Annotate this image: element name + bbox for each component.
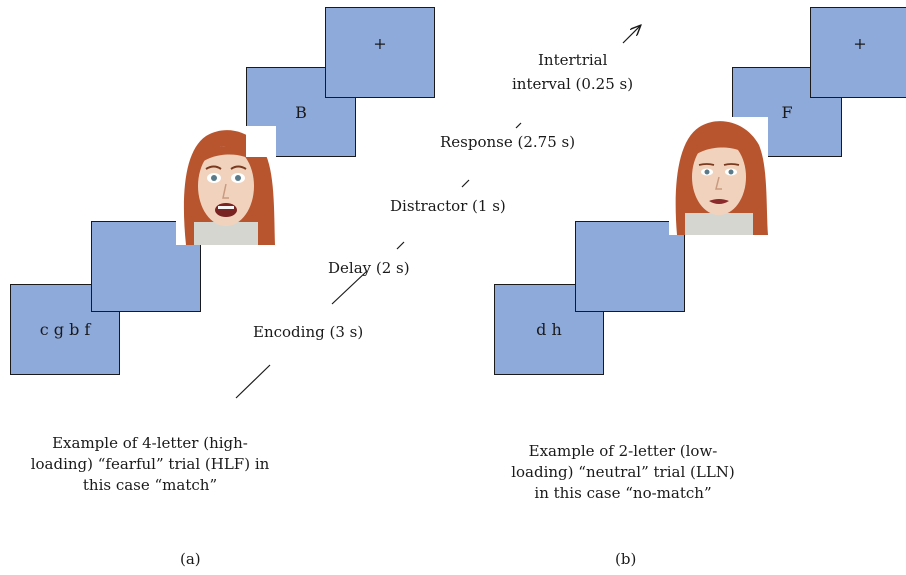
distractor-duration-label: Distractor (1 s)	[390, 197, 506, 215]
delay-screen-b	[575, 221, 685, 312]
neutral-face-image-b	[669, 117, 768, 235]
panel-label-b: (b)	[615, 550, 637, 568]
response-duration-label: Response (2.75 s)	[440, 133, 576, 151]
timeline-segment-response	[461, 179, 470, 188]
face-overlap-mask-a	[246, 126, 276, 157]
timeline-segment-encoding	[235, 364, 271, 399]
timeline-segment-intertrial	[515, 122, 522, 129]
encoding-letters-b: d h	[536, 320, 562, 339]
intertrial-label-line-2: interval (0.25 s)	[512, 75, 634, 93]
fixation-cross-a: +	[373, 34, 387, 53]
fixation-screen-a: +	[325, 7, 435, 98]
probe-letter-a: B	[295, 102, 307, 122]
caption-a-line-1: Example of 4-letter (high-	[52, 434, 248, 452]
timeline-arrowhead	[622, 26, 640, 44]
caption-b: Example of 2-letter (low- loading) “neut…	[493, 441, 753, 504]
fixation-screen-b: +	[810, 7, 906, 98]
encoding-letters-a: c g b f	[39, 320, 91, 339]
caption-b-line-2: loading) “neutral” trial (LLN)	[511, 463, 735, 481]
encoding-duration-label: Encoding (3 s)	[253, 323, 364, 341]
delay-duration-label: Delay (2 s)	[328, 259, 410, 277]
timeline-segment-delay	[331, 270, 368, 305]
timeline-segment-distractor	[396, 241, 405, 250]
caption-b-line-1: Example of 2-letter (low-	[528, 442, 718, 460]
probe-letter-b: F	[781, 102, 793, 122]
intertrial-label-line-1: Intertrial	[538, 51, 608, 69]
panel-label-a: (a)	[180, 550, 201, 568]
caption-a-line-3: this case “match”	[82, 476, 218, 494]
caption-b-line-3: in this case “no-match”	[534, 484, 712, 502]
fixation-cross-b: +	[853, 34, 867, 53]
caption-a-line-2: loading) “fearful” trial (HLF) in	[30, 455, 270, 473]
caption-a: Example of 4-letter (high- loading) “fea…	[0, 433, 300, 496]
